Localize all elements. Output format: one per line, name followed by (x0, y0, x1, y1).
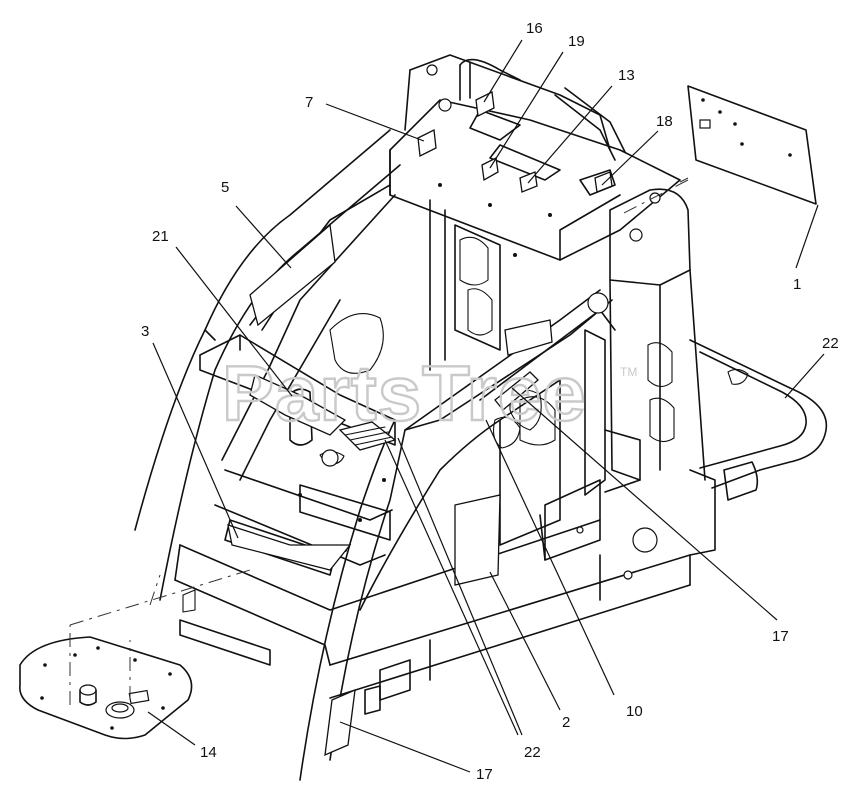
callout-7: 7 (305, 94, 313, 111)
decals (227, 91, 613, 757)
decal-16 (475, 91, 495, 117)
leader-18 (601, 130, 659, 186)
decal-7 (417, 129, 437, 157)
callout-16: 16 (526, 20, 543, 37)
leader-19 (489, 51, 564, 169)
base-box (689, 469, 716, 556)
callout-labels: 16 19 13 7 18 5 1 21 3 22 17 10 2 22 17 … (141, 20, 839, 783)
decal-17-upper (494, 371, 539, 411)
leader-3 (152, 342, 239, 539)
callout-1: 1 (793, 276, 801, 293)
alignment-lines (69, 179, 689, 626)
callout-18: 18 (656, 113, 673, 130)
callout-14: 14 (200, 744, 217, 761)
watermark-trademark: TM (620, 365, 637, 379)
leader-17-lower (339, 721, 471, 773)
rear-deck (689, 339, 828, 489)
callout-3: 3 (141, 323, 149, 340)
decal-5 (249, 223, 336, 327)
decal-3 (227, 524, 352, 571)
leader-1 (795, 204, 819, 269)
leader-13 (527, 85, 613, 184)
leader-lines (147, 39, 825, 773)
leader-16 (483, 39, 523, 103)
decal-2 (454, 494, 501, 586)
callout-22-right: 22 (822, 335, 839, 352)
callout-22-bottom: 22 (524, 744, 541, 761)
callout-5: 5 (221, 179, 229, 196)
leader-22-right (784, 353, 825, 399)
leader-14 (147, 711, 196, 746)
watermark-text: PartsTree (222, 349, 587, 437)
callout-2: 2 (562, 714, 570, 731)
leader-5 (235, 205, 292, 269)
floor-pan (179, 519, 601, 611)
leader-22-a (397, 437, 523, 736)
callout-17-right: 17 (772, 628, 789, 645)
frame-line-art (134, 54, 828, 781)
decal-18 (594, 171, 613, 193)
decal-21 (249, 374, 347, 436)
right-upright (609, 188, 691, 286)
top-platform (389, 99, 681, 261)
decal-19 (481, 157, 499, 182)
leader-22-b (384, 439, 519, 736)
base-plate (19, 625, 193, 740)
callout-21: 21 (152, 228, 169, 245)
decal-10 (504, 319, 553, 356)
leader-7 (325, 103, 425, 142)
leader-10 (485, 419, 615, 696)
cross-bar (199, 334, 396, 446)
callout-17-lower: 17 (476, 766, 493, 783)
leader-17-right (511, 387, 778, 621)
callout-19: 19 (568, 33, 585, 50)
cover-plate (679, 85, 817, 205)
callout-13: 13 (618, 67, 635, 84)
leader-2 (489, 571, 561, 711)
watermark: PartsTree TM (221, 348, 638, 438)
leader-21 (175, 246, 293, 397)
callout-10: 10 (626, 703, 643, 720)
